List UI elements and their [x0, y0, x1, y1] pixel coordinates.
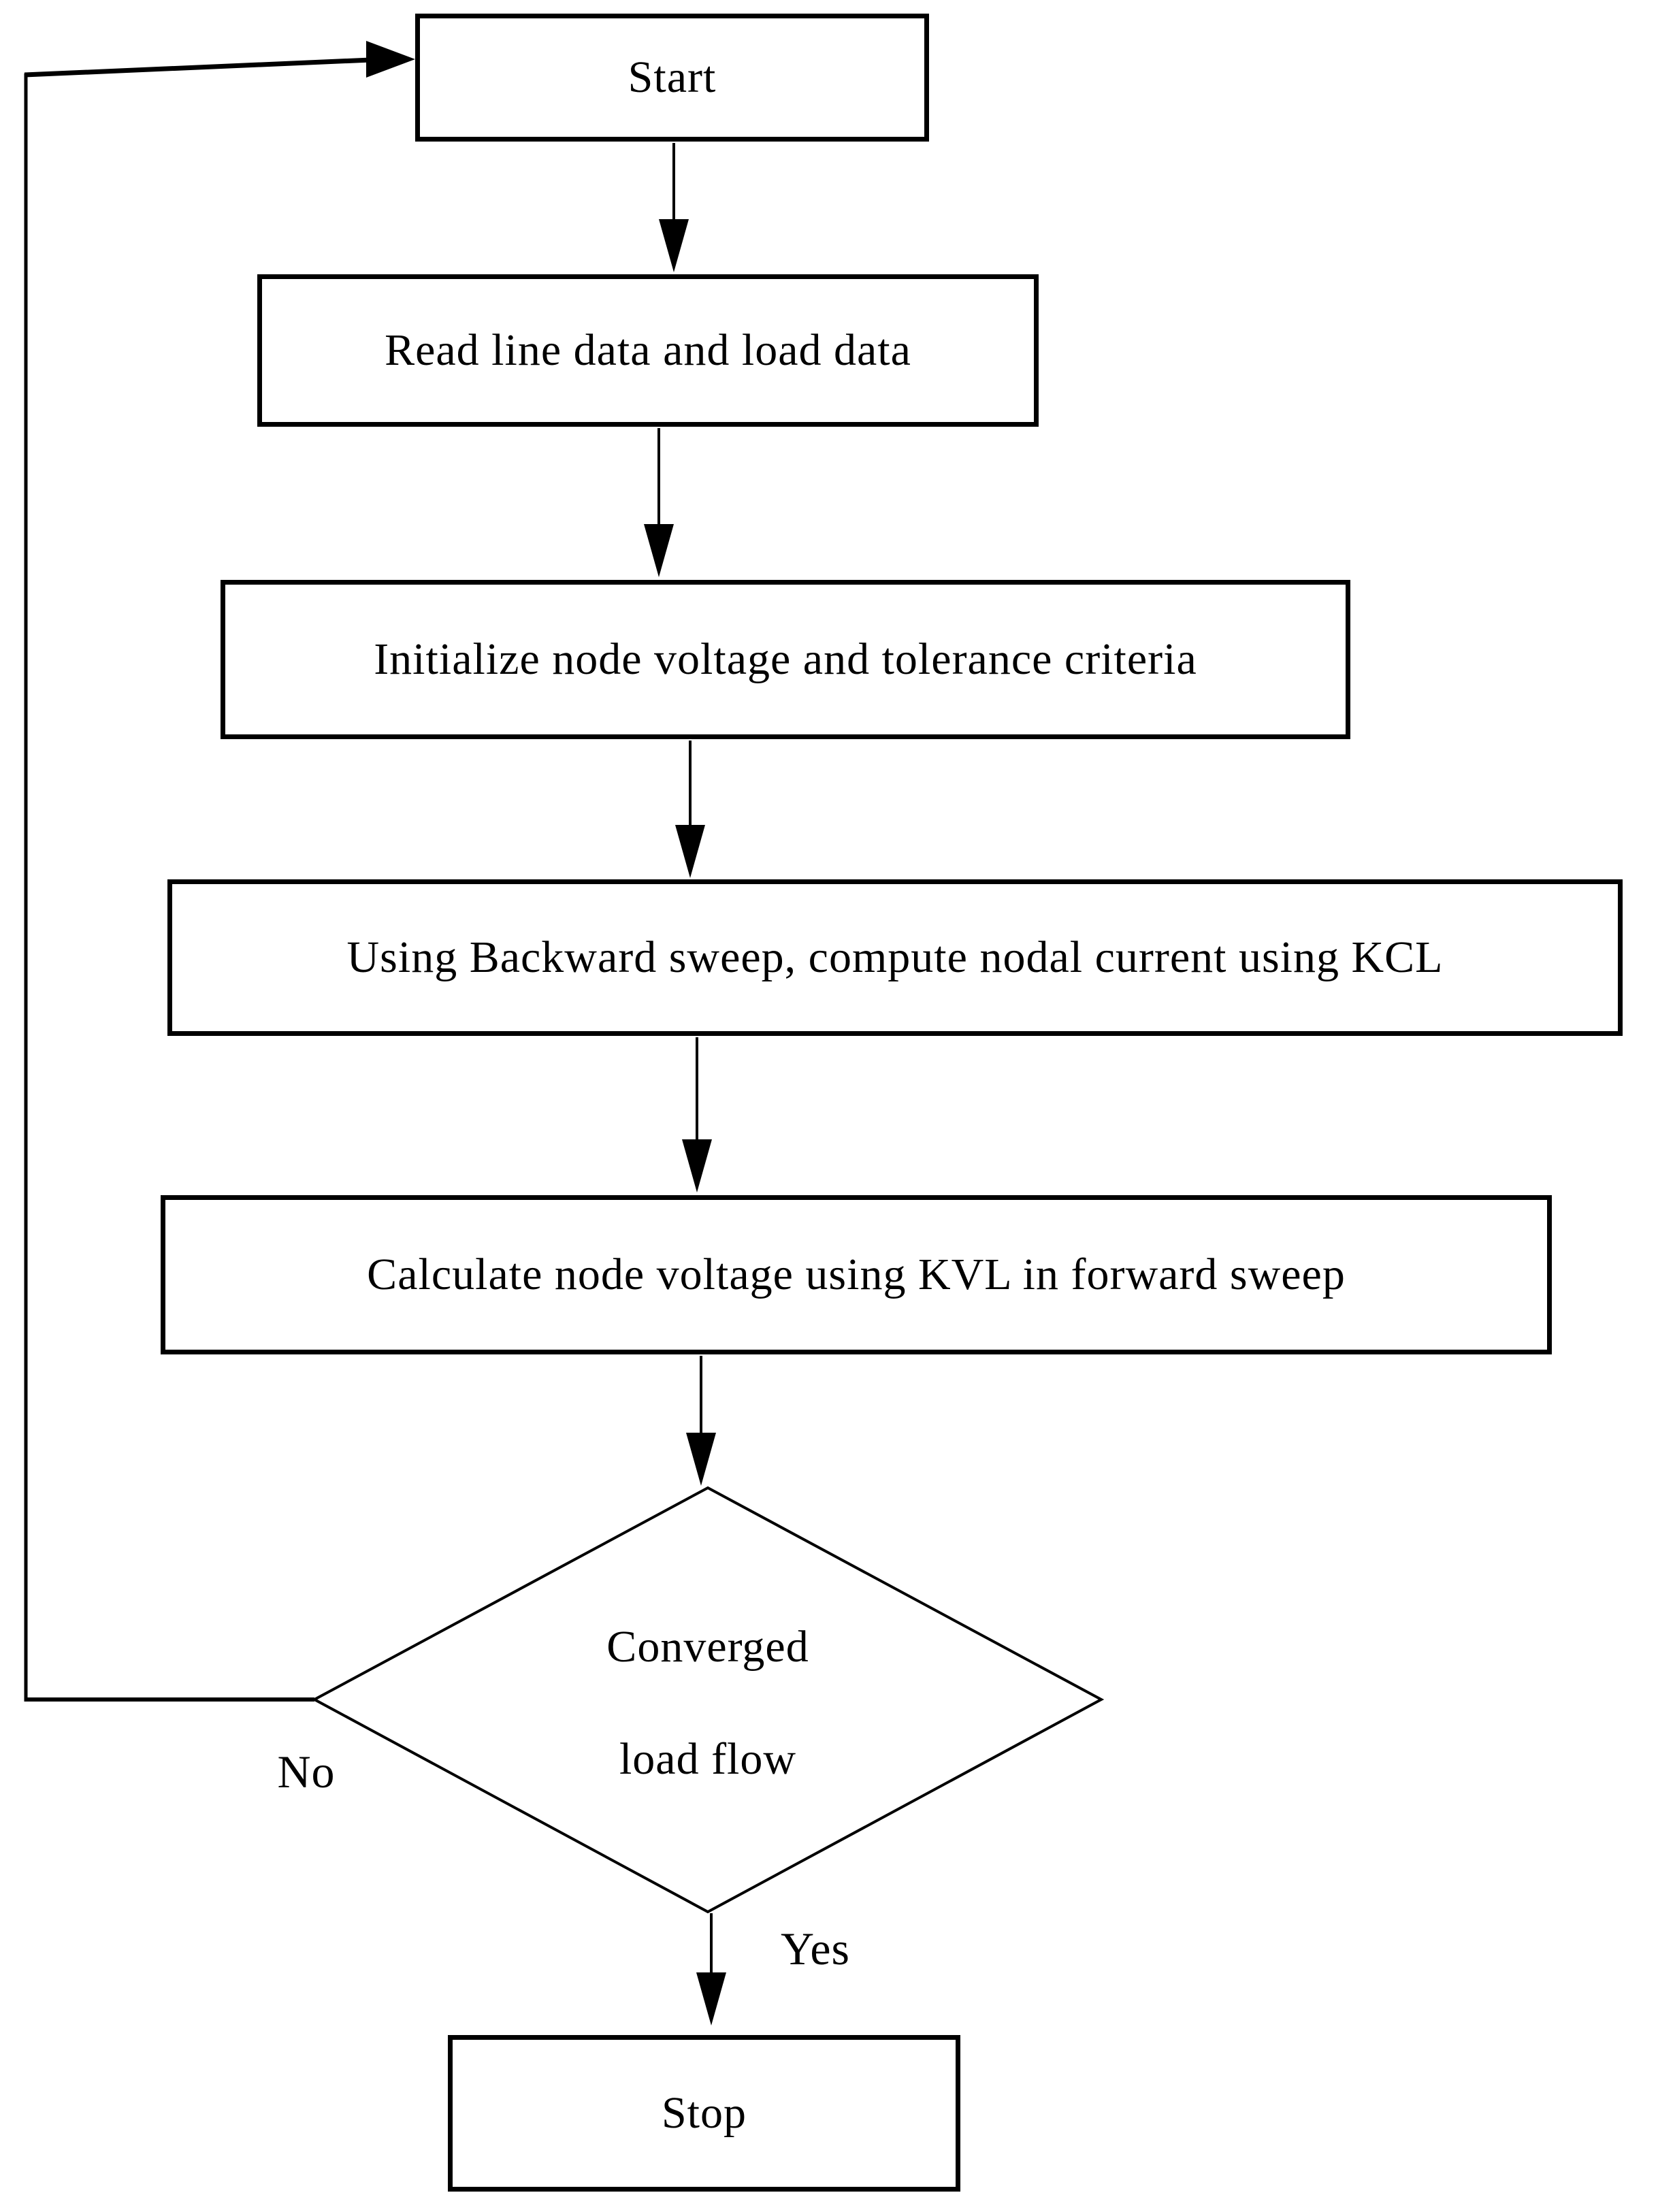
node-read-data: Read line data and load data	[257, 274, 1039, 427]
edge-initialize-to-kcl	[675, 741, 705, 878]
node-start-label: Start	[628, 52, 717, 103]
edge-start-to-read	[659, 143, 689, 272]
node-stop: Stop	[448, 2035, 960, 2192]
node-decision-line2: load flow	[619, 1734, 797, 1784]
node-read-data-label: Read line data and load data	[385, 325, 911, 376]
edge-decision-no	[24, 41, 415, 1702]
node-forward-sweep: Calculate node voltage using KVL in forw…	[161, 1195, 1552, 1354]
edge-decision-yes	[696, 1913, 726, 2026]
edge-label-no: No	[277, 1745, 336, 1798]
node-backward-sweep: Using Backward sweep, compute nodal curr…	[167, 879, 1623, 1036]
node-initialize-label: Initialize node voltage and tolerance cr…	[374, 634, 1197, 685]
decision-diamond-shape	[311, 1486, 1105, 1914]
edge-kcl-to-kvl	[682, 1037, 712, 1192]
node-stop-label: Stop	[661, 2088, 747, 2138]
edge-read-to-initialize	[644, 428, 674, 577]
node-decision-label: Converged load flow	[470, 1591, 946, 1815]
node-start: Start	[415, 14, 929, 142]
edge-kvl-to-decision	[686, 1356, 716, 1486]
node-decision-line1: Converged	[606, 1621, 809, 1672]
edge-label-yes: Yes	[781, 1922, 850, 1974]
node-initialize: Initialize node voltage and tolerance cr…	[221, 580, 1350, 739]
node-backward-sweep-label: Using Backward sweep, compute nodal curr…	[346, 932, 1444, 983]
node-forward-sweep-label: Calculate node voltage using KVL in forw…	[367, 1250, 1346, 1300]
